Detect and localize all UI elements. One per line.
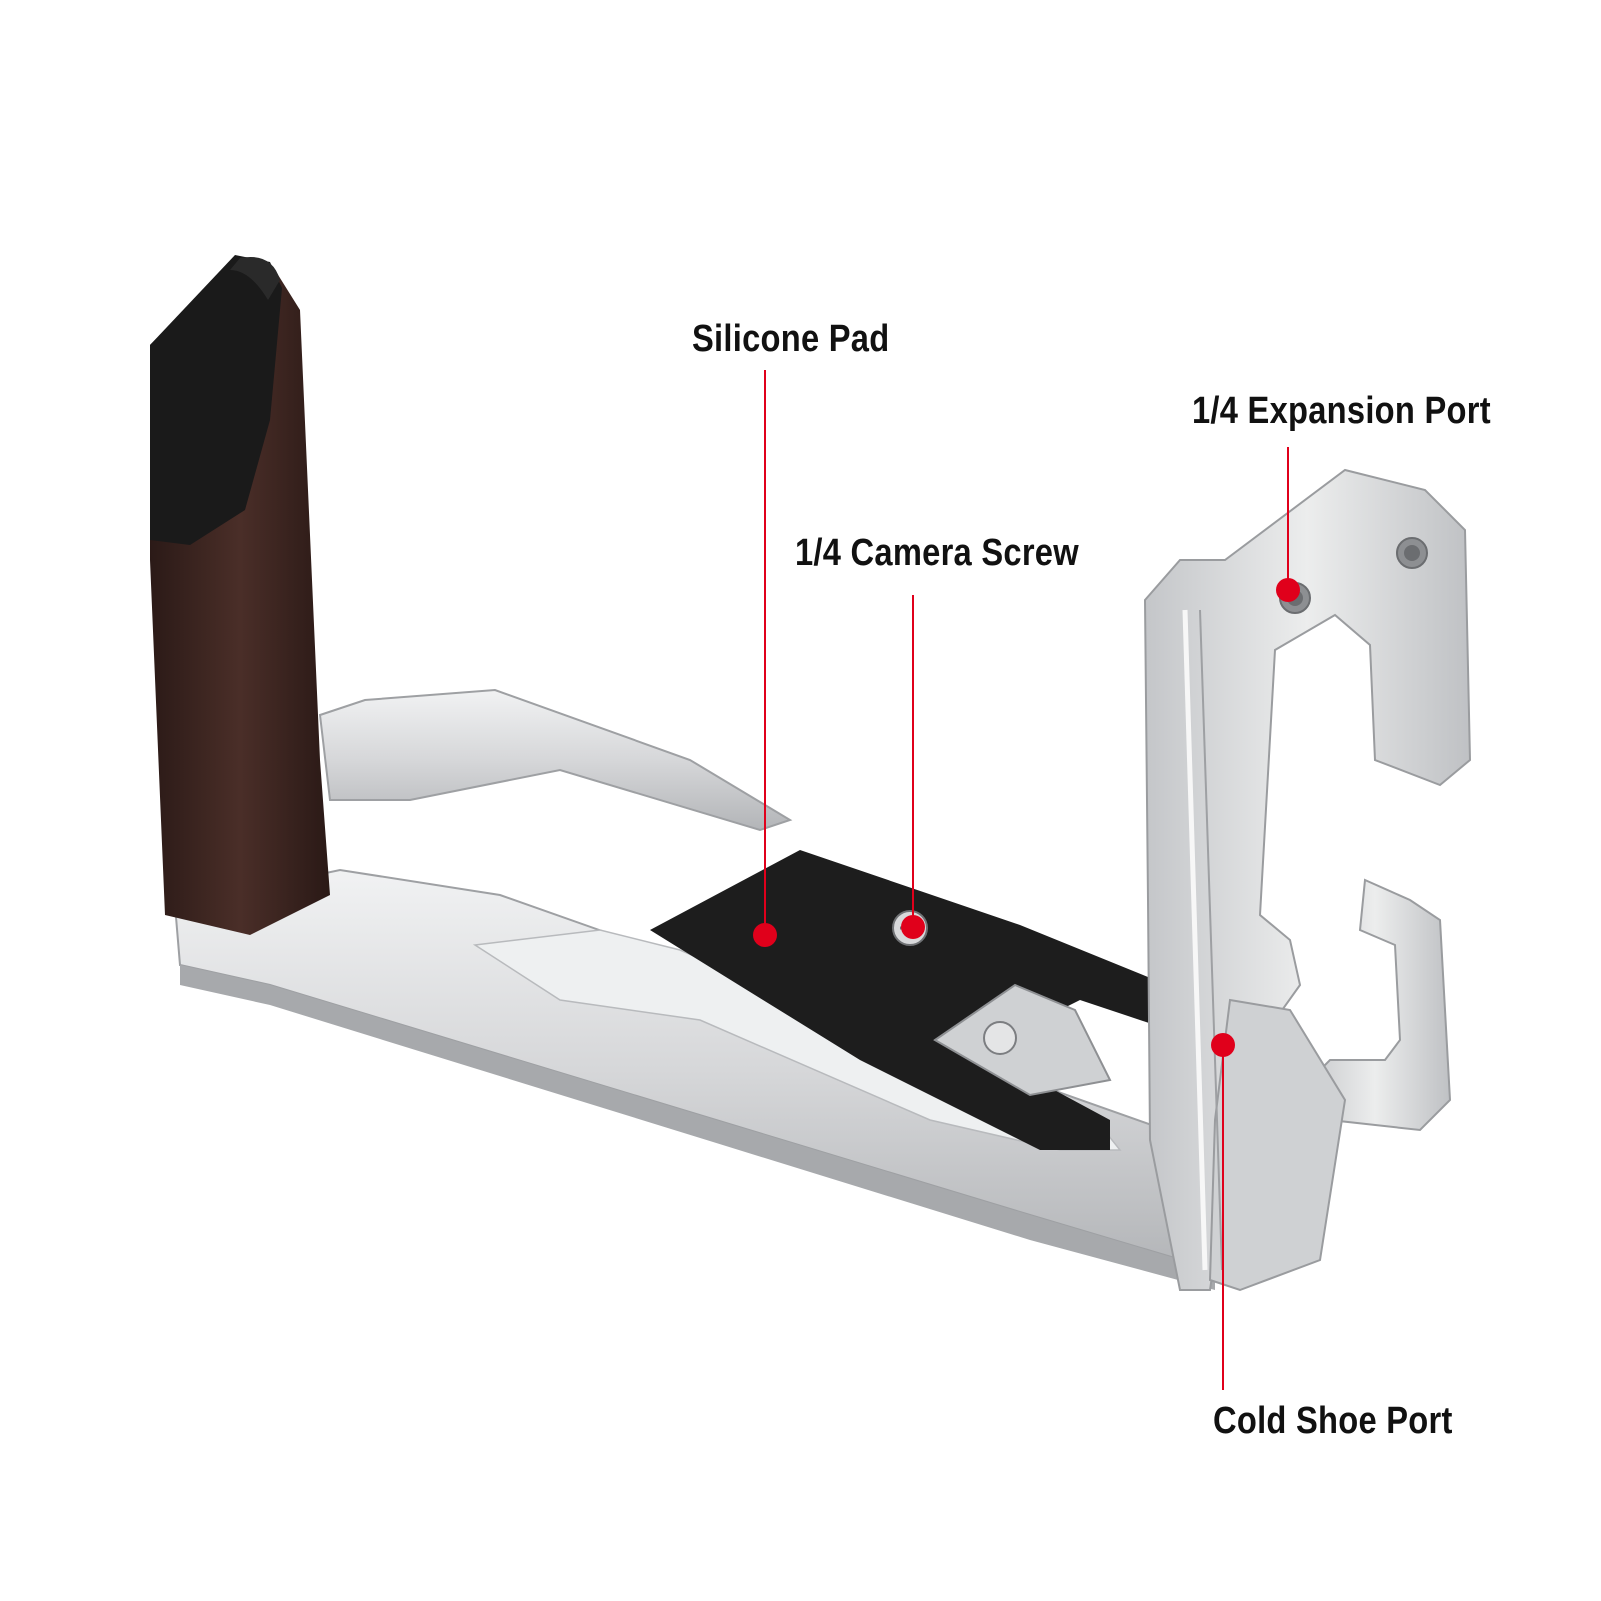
expansion-port-label: 1/4 Expansion Port bbox=[1192, 390, 1491, 432]
callout-markers bbox=[753, 370, 1300, 1390]
expansion-port-marker bbox=[1276, 578, 1300, 602]
silicone-pad-label: Silicone Pad bbox=[692, 318, 890, 360]
wooden-grip bbox=[150, 255, 330, 935]
vertical-arm bbox=[1143, 468, 1472, 1292]
camera-screw-label: 1/4 Camera Screw bbox=[795, 532, 1079, 574]
cold-shoe-port-label: Cold Shoe Port bbox=[1213, 1400, 1453, 1442]
camera-screw-marker bbox=[901, 915, 925, 939]
cold-shoe-marker bbox=[1211, 1033, 1235, 1057]
silicone-pad-marker bbox=[753, 923, 777, 947]
